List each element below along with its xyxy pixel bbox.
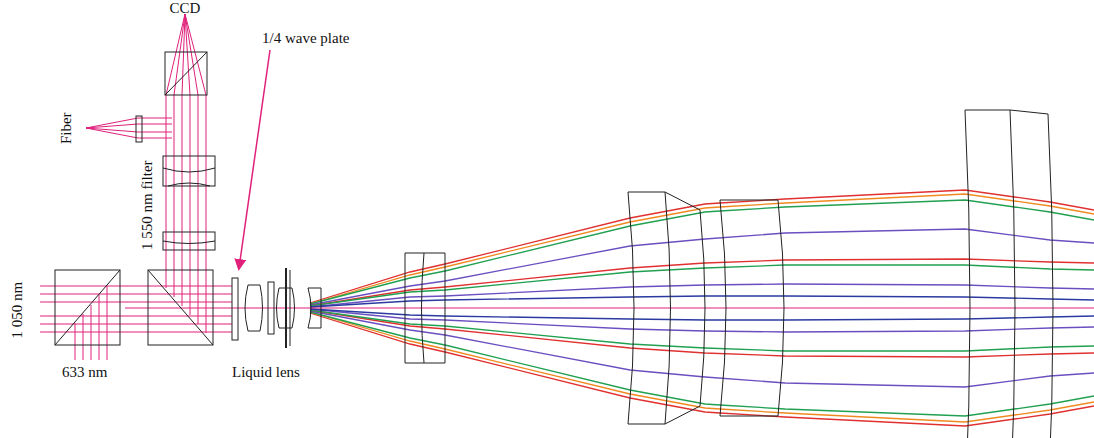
- liquid-lens-label: Liquid lens: [232, 364, 300, 381]
- wave-plate-label: 1/4 wave plate: [262, 30, 349, 47]
- detector-label: CCD: [170, 0, 201, 16]
- wavelength-label: 633 nm: [62, 364, 107, 381]
- wavelength-label: 1 050 nm: [9, 281, 26, 338]
- fiber-label: Fiber: [58, 112, 75, 144]
- filter-label: 1 550 nm filter: [139, 160, 156, 250]
